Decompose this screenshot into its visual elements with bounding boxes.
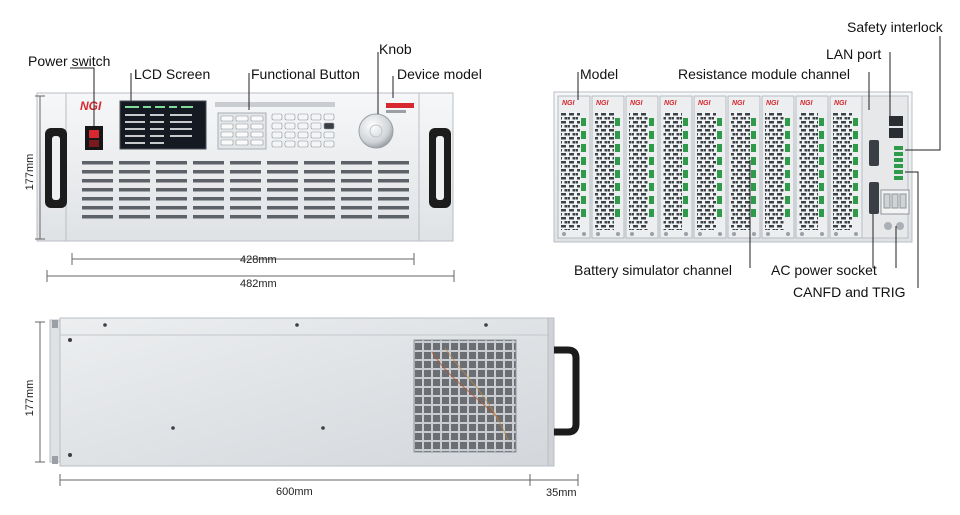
front-vent-grille bbox=[82, 161, 409, 219]
knob-icon bbox=[358, 113, 394, 149]
side-dimension-lines bbox=[35, 321, 579, 486]
dim-side-height: 177mm bbox=[24, 379, 36, 417]
svg-text:NGI: NGI bbox=[800, 100, 814, 107]
svg-text:NGI: NGI bbox=[766, 100, 780, 107]
rear-view: NGI NGI NGI NGI NGI NGI NGI NGI NGI bbox=[553, 91, 913, 243]
lcd-screen-icon bbox=[119, 100, 207, 150]
label-safety-interlock: Safety interlock bbox=[847, 19, 943, 35]
ac-power-socket-icon bbox=[880, 189, 910, 215]
lan-port-icon bbox=[889, 116, 903, 126]
dim-front-height: 177mm bbox=[24, 153, 36, 191]
label-functional-button: Functional Button bbox=[251, 66, 360, 82]
front-brand-mark: NGI bbox=[80, 99, 102, 113]
label-canfd-trig: CANFD and TRIG bbox=[793, 284, 906, 300]
label-power-switch: Power switch bbox=[28, 53, 111, 69]
svg-text:NGI: NGI bbox=[834, 100, 848, 107]
label-device-model: Device model bbox=[397, 66, 482, 82]
label-knob: Knob bbox=[379, 41, 412, 57]
side-rear-flange bbox=[547, 317, 555, 467]
label-lan-port: LAN port bbox=[826, 46, 882, 62]
dim-side-depth: 600mm bbox=[276, 486, 313, 498]
canfd-trig-connector bbox=[869, 140, 879, 166]
label-battery-simulator-channel: Battery simulator channel bbox=[574, 262, 732, 278]
dim-side-handle: 35mm bbox=[546, 487, 577, 499]
dim-front-width-outer: 482mm bbox=[240, 278, 277, 290]
side-handle bbox=[554, 346, 580, 436]
front-view: NGI bbox=[36, 92, 454, 242]
svg-text:NGI: NGI bbox=[698, 100, 712, 107]
functional-button-panel bbox=[217, 112, 335, 150]
leader-lines bbox=[70, 36, 941, 288]
safety-interlock-terminal bbox=[894, 146, 903, 180]
svg-text:NGI: NGI bbox=[630, 100, 644, 107]
dim-front-width-inner: 428mm bbox=[240, 254, 277, 266]
side-grille bbox=[413, 339, 517, 453]
svg-text:NGI: NGI bbox=[562, 100, 576, 107]
svg-text:NGI: NGI bbox=[664, 100, 678, 107]
label-lcd-screen: LCD Screen bbox=[134, 66, 211, 82]
label-model: Model bbox=[580, 66, 619, 82]
front-dimension-lines bbox=[35, 95, 455, 282]
label-resistance-module-channel: Resistance module channel bbox=[678, 66, 850, 82]
svg-text:NGI: NGI bbox=[596, 100, 610, 107]
side-view bbox=[49, 317, 580, 467]
svg-text:NGI: NGI bbox=[732, 100, 746, 107]
label-ac-power-socket: AC power socket bbox=[771, 262, 877, 278]
